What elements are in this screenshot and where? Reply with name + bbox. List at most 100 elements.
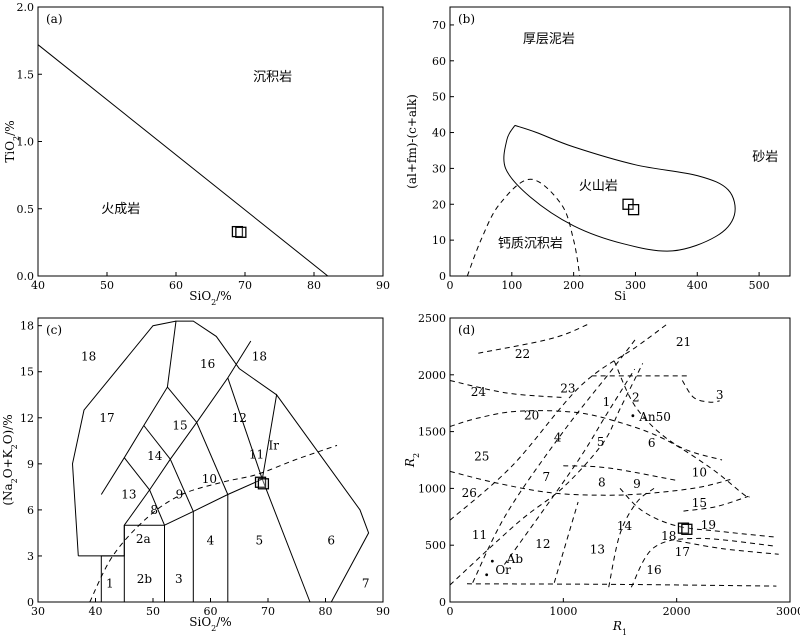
panel-d-ylabel: R2 (403, 453, 421, 468)
panel-b-ytick-label: 30 (432, 162, 446, 175)
panel-d-field-label: 26 (462, 486, 477, 500)
panel-d-field-label: 7 (543, 470, 551, 484)
panel-d-field-label: Ab (506, 552, 524, 566)
panel-d-field-label: 17 (675, 545, 690, 559)
panel-c-field-boundary (143, 425, 171, 460)
panel-a-field-label: 沉积岩 (253, 70, 292, 85)
panel-b-field-label: 火山岩 (579, 179, 618, 194)
panel-d-field-boundary (503, 368, 636, 565)
panel-c-xlabel: SiO2/% (189, 615, 231, 633)
panel-d-ytick-label: 2000 (418, 369, 446, 382)
panel-a-ytick-label: 0.0 (17, 270, 35, 283)
panel-d-field-boundary (449, 410, 750, 499)
panel-a-xtick-label: 80 (307, 279, 321, 292)
panel-b-field-label: 砂岩 (752, 150, 778, 165)
panel-d-field-label: 6 (648, 436, 656, 450)
panel-a-ytick-label: 2.0 (17, 1, 35, 14)
panel-c-field-boundary (100, 320, 277, 495)
panel-a-xtick-label: 50 (100, 279, 114, 292)
panel-b-ytick-label: 10 (432, 234, 446, 247)
panel-d-frame (449, 317, 791, 603)
panel-d-field-label: 1 (603, 395, 611, 409)
panel-b-ytick-label: 0 (439, 270, 446, 283)
panel-c-field-label: 14 (147, 449, 163, 463)
panel-b-field-label: 厚层泥岩 (523, 32, 575, 47)
panel-b-xtick-label: 500 (749, 279, 770, 292)
panel-c-field-label: 18 (81, 349, 96, 363)
panel-d-field-boundary (608, 488, 655, 588)
panel-b-ytick-label: 70 (432, 19, 446, 32)
panel-d-field-label: 11 (472, 528, 487, 542)
panel-d-field-label: 4 (554, 430, 562, 444)
panel-c-field-label: 2b (137, 572, 153, 586)
panel-a-ytick-label: 1.5 (17, 68, 35, 81)
panel-b-ylabel: (al+fm)-(c+alk) (405, 94, 419, 189)
panel-c-label: (c) (46, 323, 62, 337)
panel-d-endmember-dot (631, 414, 635, 418)
panel-c-data-point (254, 476, 267, 488)
panel-d-field-label: 24 (471, 385, 487, 399)
panel-b-xtick-label: 400 (687, 279, 708, 292)
panel-d-ytick-label: 1000 (418, 482, 446, 495)
panel-d-field-boundary (630, 537, 777, 588)
panel-b-ytick-label: 50 (432, 91, 446, 104)
panel-b-field-label: 钙质沉积岩 (498, 236, 563, 251)
panel-a-label: (a) (46, 12, 63, 26)
panel-b-data-point (627, 203, 640, 216)
panel-c-field-label: 4 (207, 534, 215, 548)
panel-c-field-label: 8 (150, 503, 158, 517)
panel-d-field-label: 10 (692, 465, 707, 479)
panel-c-field-label: 6 (327, 534, 335, 548)
panel-c-field-boundary (261, 393, 370, 603)
panel-b-xtick-label: 0 (447, 279, 454, 292)
panel-a-field-label: 火成岩 (101, 202, 140, 217)
panel-d-field-label: 16 (646, 563, 661, 577)
panel-d-data-point (677, 522, 690, 534)
panel-d-data-point (681, 523, 693, 535)
panel-d-field-label: 12 (535, 537, 550, 551)
panel-c-field-boundary (164, 478, 311, 603)
panel-c-xtick-label: 40 (89, 605, 103, 618)
panel-c-field-label: 3 (175, 572, 183, 586)
panel-d-field-boundary (553, 501, 579, 583)
panel-d-field-boundary (449, 470, 732, 496)
panel-d-xtick-label: 2000 (663, 605, 691, 618)
panel-a-xtick-label: 70 (238, 279, 252, 292)
panel-c-ytick-label: 3 (27, 550, 34, 563)
panel-c-ytick-label: 6 (27, 504, 34, 517)
panel-c-ytick-label: 15 (20, 366, 34, 379)
panel-d-ytick-label: 500 (425, 539, 446, 552)
panel-d-endmember-dot (485, 573, 489, 577)
panel-a-xtick-label: 60 (169, 279, 183, 292)
panel-a-xtick-label: 90 (376, 279, 390, 292)
panel-d-field-label: Or (495, 563, 511, 577)
panel-c-field-label: 11 (249, 448, 264, 462)
panel-c-ytick-label: 0 (27, 596, 34, 609)
panel-d-ytick-label: 1500 (418, 426, 446, 439)
panel-c-field-label: 17 (99, 411, 114, 425)
panel-c-field-boundary (149, 489, 165, 526)
panel-d-field-label: An50 (638, 410, 671, 424)
panel-d-field-label: 14 (617, 519, 633, 533)
panel-c-field-label: 16 (200, 357, 215, 371)
panel-d-field-boundary (676, 540, 779, 555)
panel-d-field-label: 22 (515, 347, 530, 361)
panel-d-ytick-label: 2500 (418, 312, 446, 325)
panel-c-field-boundary (71, 320, 177, 556)
panel-b-calcareous-boundary (466, 178, 581, 277)
panel-d-field-boundary (449, 323, 668, 521)
panel-b-xlabel: Si (614, 289, 626, 303)
panel-c-field-label: Ir (269, 438, 280, 452)
panel-b-xtick-label: 200 (563, 279, 584, 292)
panel-c-field-label: 9 (176, 488, 184, 502)
panel-d-field-label: 2 (632, 391, 640, 405)
panel-d-field-boundary (478, 323, 590, 354)
panel-b-ytick-label: 60 (432, 55, 446, 68)
panel-d-field-boundary (472, 336, 638, 583)
panel-c-xtick-label: 80 (319, 605, 333, 618)
panel-c-xtick-label: 50 (146, 605, 160, 618)
panel-c-field-boundary (123, 457, 150, 491)
panel-b-frame (449, 6, 791, 277)
panel-c-field-boundary (167, 386, 198, 423)
